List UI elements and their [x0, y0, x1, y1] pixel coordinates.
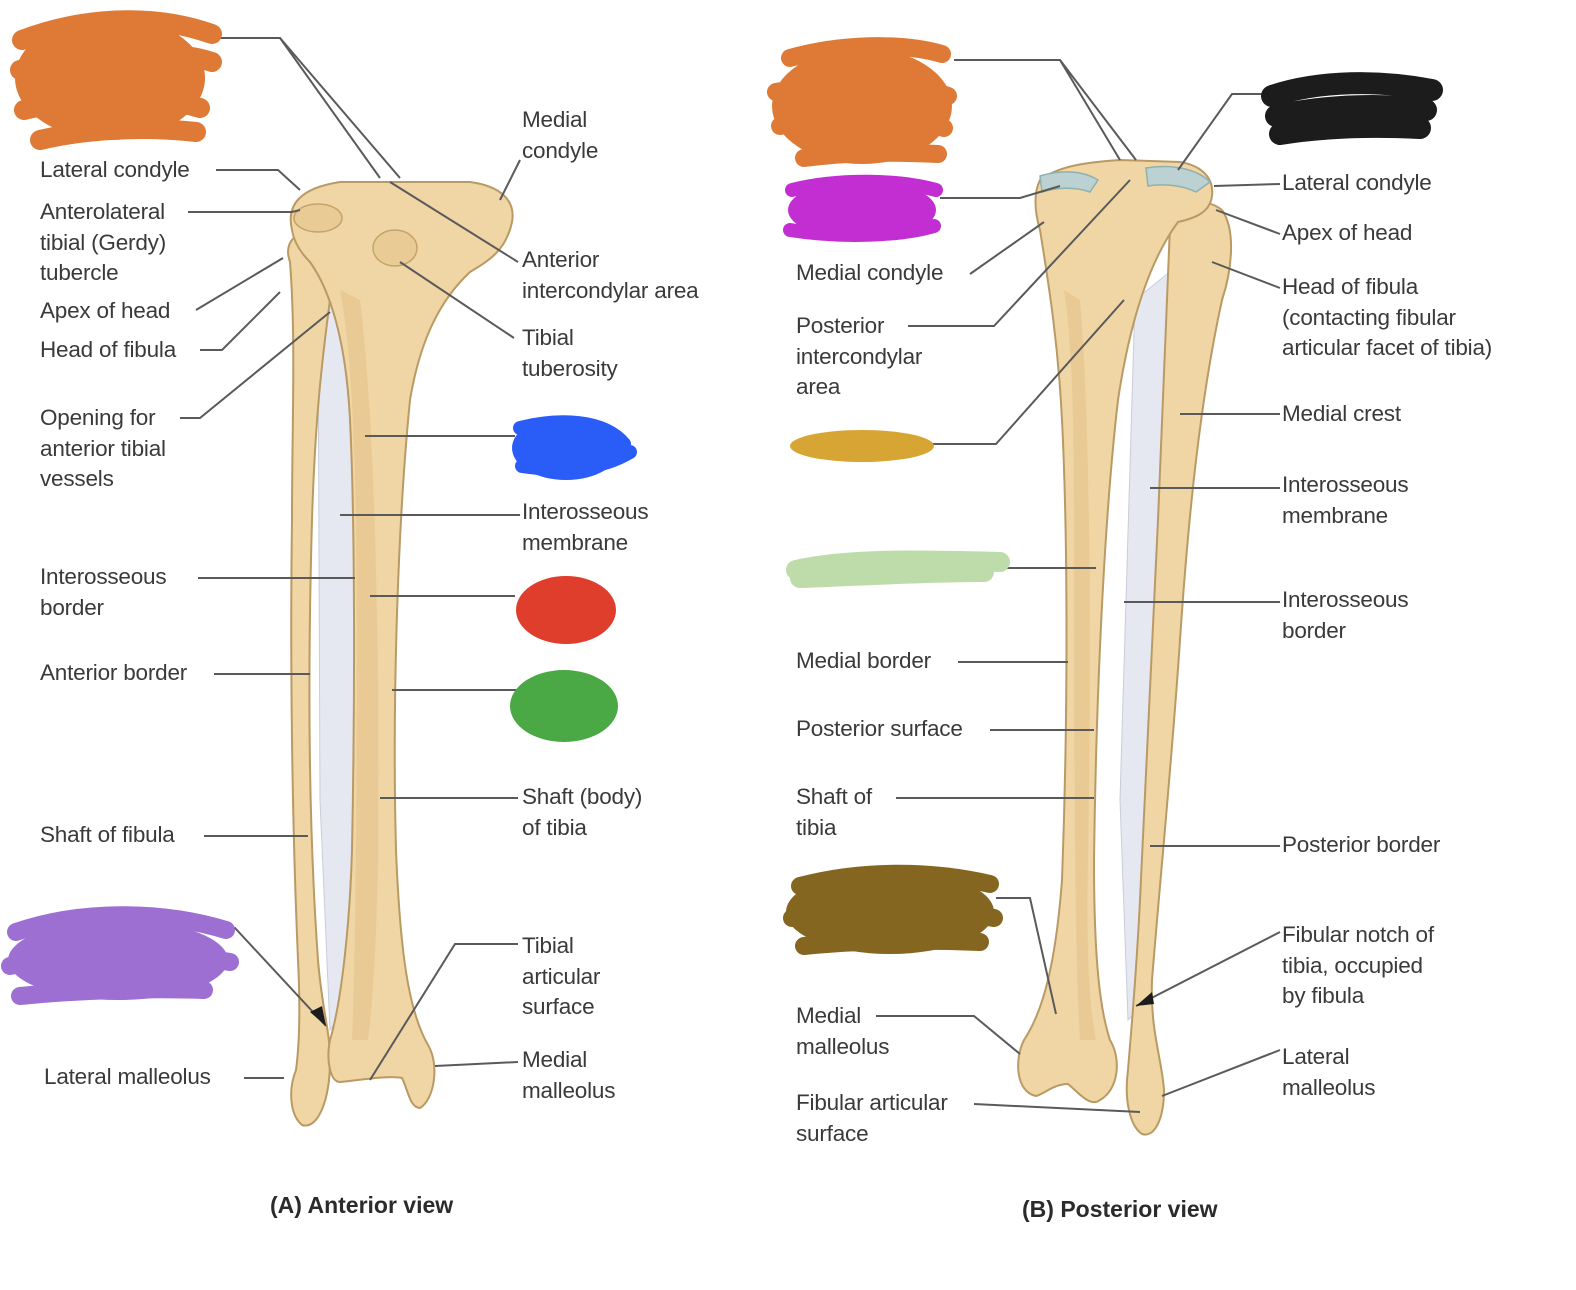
anterior-label-lateral-condyle: Lateral condyle: [40, 157, 190, 182]
anterior-label-medial-malleolus: Medial malleolus: [522, 1047, 616, 1103]
redaction-scribbles: [1, 10, 1443, 1005]
red-scribble: [516, 576, 616, 644]
posterior-label-posterior-intercondylar-area: Posterior intercondylar area: [796, 313, 923, 399]
mustard-scribble: [790, 430, 934, 462]
black-scribble: [1261, 72, 1443, 145]
orange-scribble-posterior: [767, 37, 957, 167]
anterior-label-medial-condyle: Medial condyle: [522, 107, 599, 163]
anterior-tibia: [289, 181, 514, 1110]
posterior-label-posterior-surface: Posterior surface: [796, 716, 963, 741]
posterior-label-fibular-notch: Fibular notch of tibia, occupied by fibu…: [1282, 922, 1434, 1008]
lavender-scribble: [1, 906, 239, 1005]
posterior-label-head-of-fibula: Head of fibula (contacting fibular artic…: [1282, 274, 1493, 360]
anterior-tibial-tuberosity-bump: [372, 229, 418, 267]
anterior-label-anterior-border: Anterior border: [40, 660, 188, 685]
posterior-label-medial-malleolus: Medial malleolus: [796, 1003, 890, 1059]
green-scribble: [510, 670, 618, 742]
posterior-tibia-shade: [1064, 290, 1096, 1040]
anterior-label-tibial-articular-surface: Tibial articular surface: [522, 933, 601, 1019]
posterior-label-shaft-of-tibia: Shaft of tibia: [796, 784, 872, 840]
magenta-scribble: [783, 174, 943, 242]
posterior-label-medial-border: Medial border: [796, 648, 931, 673]
anterior-label-opening-vessels: Opening for anterior tibial vessels: [40, 405, 166, 491]
fibular-notch-arrowhead: [1136, 992, 1154, 1006]
posterior-label-medial-crest: Medial crest: [1282, 401, 1401, 426]
anterior-label-head-of-fibula: Head of fibula: [40, 337, 177, 362]
posterior-tibia: [1017, 158, 1214, 1103]
olive-scribble: [783, 864, 1003, 955]
posterior-label-apex-of-head: Apex of head: [1282, 220, 1413, 245]
blue-scribble: [512, 415, 637, 480]
anterior-tibia-shade: [340, 290, 379, 1040]
posterior-leaders: [876, 59, 1281, 1113]
posterior-label-fibular-articular-surface: Fibular articular surface: [796, 1090, 948, 1146]
anterior-label-shaft-of-tibia: Shaft (body) of tibia: [522, 784, 643, 840]
anterior-label-lateral-malleolus: Lateral malleolus: [44, 1064, 211, 1089]
orange-scribble-anterior: [10, 10, 222, 150]
anterior-label-interosseous-border: Interosseous border: [40, 564, 167, 620]
posterior-lateral-cartilage: [1145, 165, 1212, 193]
anterior-label-shaft-of-fibula: Shaft of fibula: [40, 822, 175, 847]
posterior-label-posterior-border: Posterior border: [1282, 832, 1441, 857]
posterior-label-interosseous-border: Interosseous border: [1282, 587, 1409, 643]
lateral-malleolus-arrowhead: [310, 1006, 326, 1026]
posterior-view-drawing: [1017, 158, 1232, 1136]
anterior-view-drawing: [287, 181, 514, 1127]
anterior-label-anterolateral-tubercle: Anterolateral tibial (Gerdy) tubercle: [40, 199, 166, 285]
anterior-leaders: [180, 37, 521, 1081]
sage-scribble: [786, 550, 1010, 588]
anterior-gerdy-tubercle-bump: [293, 203, 343, 233]
anterior-label-apex-of-head: Apex of head: [40, 298, 171, 323]
anterior-label-anterior-intercondylar-area: Anterior intercondylar area: [522, 247, 699, 303]
posterior-label-lateral-condyle: Lateral condyle: [1282, 170, 1432, 195]
posterior-label-interosseous-membrane: Interosseous membrane: [1282, 472, 1409, 528]
posterior-label-medial-condyle: Medial condyle: [796, 260, 944, 285]
anterior-view-caption: (A) Anterior view: [270, 1192, 454, 1218]
posterior-label-lateral-malleolus: Lateral malleolus: [1282, 1044, 1376, 1100]
anterior-label-interosseous-membrane: Interosseous membrane: [522, 499, 649, 555]
posterior-view-caption: (B) Posterior view: [1022, 1196, 1218, 1222]
anterior-label-tibial-tuberosity: Tibial tuberosity: [522, 325, 618, 381]
posterior-fibula: [1125, 201, 1232, 1136]
